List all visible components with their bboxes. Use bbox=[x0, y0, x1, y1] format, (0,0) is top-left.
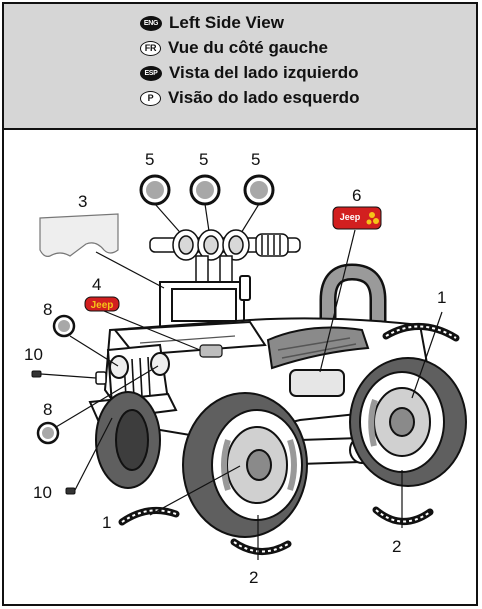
leader-lines bbox=[40, 229, 443, 560]
header-panel: ENG Left Side View FR Vue du côté gauche… bbox=[4, 4, 476, 130]
rear-left-wheel bbox=[95, 391, 161, 489]
p-language-badge: P bbox=[140, 90, 161, 106]
lang-row-eng: ENG Left Side View bbox=[140, 12, 284, 34]
light-lens-part-1 bbox=[139, 174, 171, 206]
lang-row-p: P Visão do lado esquerdo bbox=[140, 87, 359, 109]
front-left-wheel bbox=[182, 392, 308, 538]
windshield-decal bbox=[39, 213, 119, 257]
light-lens-part-3 bbox=[243, 174, 275, 206]
fender-decal-bottom-center bbox=[230, 538, 292, 555]
headlight-lens-part-upper bbox=[52, 314, 76, 338]
jeep-hood-decal: Jeep bbox=[84, 296, 120, 312]
light-lens-part-2 bbox=[189, 174, 221, 206]
reflector-part-lower bbox=[65, 487, 76, 495]
fender-decal-upper-right bbox=[382, 323, 460, 342]
eng-title: Left Side View bbox=[169, 13, 284, 32]
callout-4: 4 bbox=[92, 275, 102, 294]
p-title: Visão do lado esquerdo bbox=[168, 88, 360, 107]
light-bar bbox=[149, 229, 301, 287]
callout-5a: 5 bbox=[145, 150, 155, 169]
callout-3: 3 bbox=[78, 192, 88, 211]
jeep-side-decal: Jeep bbox=[332, 206, 382, 230]
callout-1b: 1 bbox=[102, 513, 112, 532]
lang-row-fr: FR Vue du côté gauche bbox=[140, 37, 328, 59]
fender-decal-lower-right bbox=[372, 506, 434, 525]
callout-8b: 8 bbox=[43, 400, 53, 419]
callout-6: 6 bbox=[352, 186, 362, 205]
esp-language-badge: ESP bbox=[140, 65, 162, 81]
esp-title: Vista del lado izquierdo bbox=[169, 63, 359, 82]
callout-8a: 8 bbox=[43, 300, 53, 319]
fr-title: Vue du côté gauche bbox=[168, 38, 328, 57]
callout-1a: 1 bbox=[437, 288, 447, 307]
jeep-side-decal-text: Jeep bbox=[340, 212, 361, 222]
fr-language-badge: FR bbox=[140, 40, 161, 56]
callout-5c: 5 bbox=[251, 150, 261, 169]
callout-10a: 10 bbox=[24, 345, 43, 364]
eng-language-badge: ENG bbox=[140, 15, 162, 31]
fender-decal-lower-left bbox=[118, 506, 180, 526]
callout-10b: 10 bbox=[33, 483, 52, 502]
callout-2a: 2 bbox=[392, 537, 402, 556]
callout-5b: 5 bbox=[199, 150, 209, 169]
headlight-lens-part-lower bbox=[36, 421, 60, 445]
callout-2b: 2 bbox=[249, 568, 259, 587]
reflector-part-upper bbox=[31, 370, 42, 378]
jeep-hood-decal-text: Jeep bbox=[91, 300, 114, 311]
lang-row-esp: ESP Vista del lado izquierdo bbox=[140, 62, 359, 84]
rear-right-wheel bbox=[349, 357, 467, 487]
